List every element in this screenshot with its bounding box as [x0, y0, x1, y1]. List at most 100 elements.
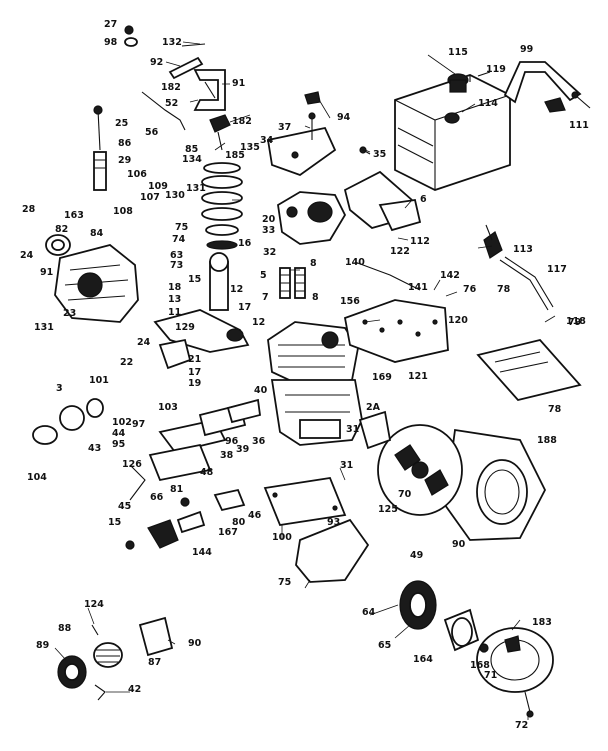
part-label: 24 [137, 337, 151, 348]
cover-cap [138, 616, 174, 657]
gasket-ring [45, 234, 71, 256]
part-label: 94 [337, 112, 351, 123]
tank-strap [503, 61, 582, 113]
part-label: 17 [238, 302, 251, 313]
part-label: 84 [90, 228, 104, 239]
part-label: 182 [161, 82, 181, 93]
part-label: 102 [112, 417, 132, 428]
part-label: 111 [569, 120, 589, 131]
part-label: 74 [172, 234, 186, 245]
flywheel [377, 424, 463, 516]
part-label: 140 [345, 257, 365, 268]
part-label: 100 [272, 532, 292, 543]
part-label: 99 [520, 44, 533, 55]
part-label: 19 [188, 378, 201, 389]
part-label: 78 [497, 284, 511, 295]
part-label: 13 [168, 294, 181, 305]
instruction-card [476, 338, 582, 402]
ring-stack [201, 162, 243, 250]
part-label: 117 [547, 264, 567, 275]
part-label: 31 [346, 424, 359, 435]
part-label: 142 [440, 270, 460, 281]
part-label: 96 [225, 436, 239, 447]
governor-rod [141, 91, 186, 131]
part-label: 32 [263, 247, 276, 258]
part-label: 5 [260, 270, 267, 281]
part-label: 24 [20, 250, 34, 261]
heat-shield [343, 170, 422, 232]
spark-plug-cover [93, 105, 107, 191]
part-label: 91 [232, 78, 245, 89]
part-label: 11 [168, 307, 181, 318]
part-label: 86 [118, 138, 132, 149]
fuel-tank [394, 74, 511, 191]
part-label: 72 [515, 720, 528, 731]
part-label: 33 [262, 225, 275, 236]
part-label: 98 [104, 37, 118, 48]
air-cleaner-bracket [266, 126, 337, 177]
part-label: 63 [170, 250, 183, 261]
cam-gear [158, 338, 192, 370]
part-label: 169 [372, 372, 392, 383]
part-label: 15 [188, 274, 201, 285]
part-label: 121 [408, 371, 428, 382]
part-label: 188 [537, 435, 557, 446]
part-label: 124 [84, 599, 104, 610]
mounting-screw [359, 146, 371, 155]
part-label: 2A [366, 402, 381, 413]
part-label: 29 [118, 155, 131, 166]
key-pin [91, 624, 106, 701]
part-label: 21 [188, 354, 201, 365]
part-label: 17 [188, 367, 201, 378]
gear [93, 642, 123, 668]
rewind-starter [476, 627, 554, 693]
part-label: 167 [218, 527, 238, 538]
part-label: 18 [168, 282, 182, 293]
breather-gasket [198, 398, 261, 437]
leader-lines [54, 41, 556, 720]
part-label: 115 [448, 47, 468, 58]
part-label: 108 [113, 206, 133, 217]
carburetor [277, 191, 347, 245]
part-label: 132 [162, 37, 182, 48]
small-screw [477, 71, 491, 77]
part-label: 48 [200, 467, 214, 478]
part-label: 103 [158, 402, 178, 413]
part-label: 168 [470, 660, 490, 671]
choke-knob [304, 91, 321, 105]
part-label: 90 [452, 539, 466, 550]
part-label: 39 [236, 444, 249, 455]
part-label: 91 [40, 267, 53, 278]
part-label: 12 [230, 284, 243, 295]
part-label: 46 [248, 510, 262, 521]
valve-springs [279, 267, 306, 299]
bent-rod [129, 464, 146, 501]
part-label: 12 [252, 317, 265, 328]
oil-pump [147, 519, 179, 549]
part-label: 78 [548, 404, 562, 415]
shaft-seal [32, 398, 104, 445]
primer-bulb [483, 224, 503, 259]
part-label: 95 [112, 439, 125, 450]
part-label: 27 [104, 19, 117, 30]
part-label: 79 [568, 317, 581, 328]
part-label: 120 [448, 315, 468, 326]
cylinder-head [267, 321, 359, 386]
part-label: 75 [278, 577, 291, 588]
part-label: 118 [566, 316, 586, 327]
starter-rope-handle [524, 691, 534, 718]
part-label: 75 [175, 222, 188, 233]
part-label: 182 [232, 116, 252, 127]
part-label: 23 [63, 308, 76, 319]
part-label: 88 [58, 623, 72, 634]
ignition-coil [358, 410, 392, 450]
part-label: 93 [327, 517, 340, 528]
part-label: 66 [150, 492, 164, 503]
part-label: 38 [220, 450, 234, 461]
part-label: 107 [140, 192, 160, 203]
part-label: 22 [120, 357, 133, 368]
part-label: 81 [170, 484, 183, 495]
muffler-shield [343, 299, 449, 363]
